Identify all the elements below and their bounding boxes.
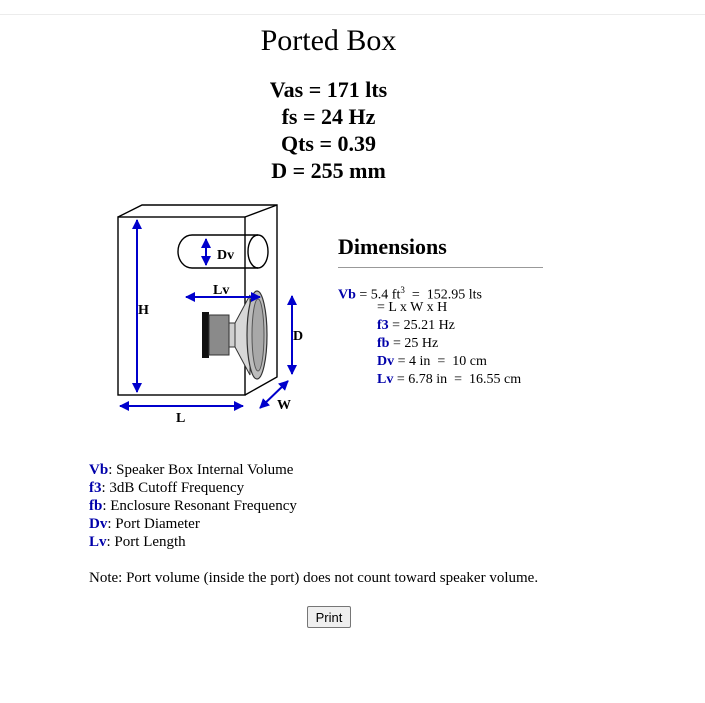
- legend-key: Dv: [89, 516, 108, 532]
- vb-liters: = 152.95 lts: [404, 287, 482, 303]
- vb-label: Vb: [338, 287, 356, 303]
- page-top-border: [0, 14, 705, 15]
- driver-specs: Vas = 171 lts fs = 24 Hz Qts = 0.39 D = …: [0, 76, 657, 184]
- f3-label: f3: [377, 318, 389, 333]
- vb-value: = 5.4 ft: [355, 287, 401, 303]
- fb-label: fb: [377, 336, 390, 351]
- d-label: D: [293, 329, 303, 344]
- legend-key: f3: [89, 480, 102, 496]
- dim-fb-row: fb = 25 Hz: [338, 335, 543, 353]
- legend-item: fb: Enclosure Resonant Frequency: [89, 497, 297, 515]
- dim-dv-row: Dv = 4 in = 10 cm: [338, 353, 543, 371]
- lv-dim-label: Lv: [377, 372, 394, 387]
- l-label: L: [176, 411, 185, 426]
- f3-value: = 25.21 Hz: [388, 318, 455, 333]
- page-title: Ported Box: [260, 24, 397, 57]
- port-volume-note: Note: Port volume (inside the port) does…: [89, 570, 539, 586]
- port-tube: [177, 234, 269, 269]
- dim-f3-row: f3 = 25.21 Hz: [338, 317, 543, 335]
- lv-dim-value: = 6.78 in = 16.55 cm: [393, 372, 522, 387]
- dim-vb-row: Vb = 5.4 ft3 = 152.95 lts: [338, 281, 543, 303]
- fb-value: = 25 Hz: [389, 336, 439, 351]
- legend-item: f3: 3dB Cutoff Frequency: [89, 479, 297, 497]
- legend-text: : Enclosure Resonant Frequency: [102, 498, 297, 514]
- legend-text: : Port Length: [106, 534, 186, 550]
- print-button[interactable]: Print: [307, 606, 351, 628]
- dimensions-heading: Dimensions: [338, 234, 543, 268]
- legend-text: : Port Diameter: [107, 516, 200, 532]
- dim-lv-row: Lv = 6.78 in = 16.55 cm: [338, 371, 543, 389]
- dv-dim-value: = 4 in = 10 cm: [394, 354, 487, 369]
- speaker-icon: [202, 290, 268, 380]
- w-label: W: [277, 398, 291, 413]
- spec-fs: fs = 24 Hz: [281, 104, 376, 129]
- spec-qts: Qts = 0.39: [280, 131, 377, 156]
- spec-vas: Vas = 171 lts: [269, 77, 388, 102]
- legend-item: Vb: Speaker Box Internal Volume: [89, 461, 297, 479]
- legend-item: Dv: Port Diameter: [89, 515, 297, 533]
- vb-exponent: 3: [400, 285, 405, 295]
- h-label: H: [138, 303, 149, 318]
- ported-box-diagram: Dv Lv H D L W: [117, 204, 303, 426]
- legend-text: : Speaker Box Internal Volume: [108, 462, 294, 478]
- dimensions-panel: Dimensions Vb = 5.4 ft3 = 152.95 lts = L…: [338, 234, 543, 389]
- legend: Vb: Speaker Box Internal Volume f3: 3dB …: [89, 461, 297, 551]
- legend-key: Lv: [89, 534, 107, 550]
- dv-dim-label: Dv: [377, 354, 395, 369]
- legend-item: Lv: Port Length: [89, 533, 297, 551]
- lv-label: Lv: [213, 283, 229, 298]
- legend-text: : 3dB Cutoff Frequency: [101, 480, 245, 496]
- spec-d: D = 255 mm: [271, 158, 386, 183]
- legend-key: Vb: [89, 462, 109, 478]
- w-arrow: [259, 380, 289, 409]
- dv-label: Dv: [217, 248, 234, 263]
- legend-key: fb: [89, 498, 103, 514]
- dim-formula-row: = L x W x H: [377, 300, 448, 315]
